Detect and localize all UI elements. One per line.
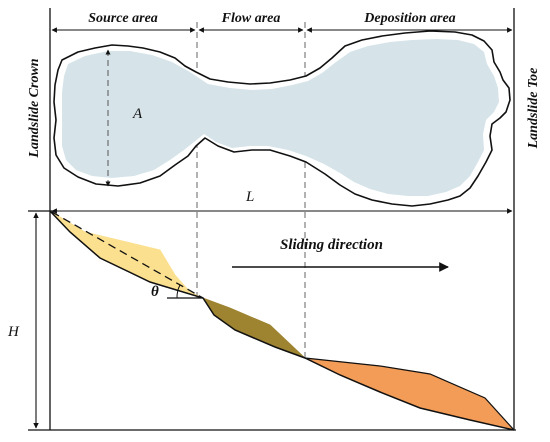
deposition-profile-segment — [304, 357, 516, 431]
angle-symbol: θ — [151, 284, 159, 300]
landslide-crown-label: Landslide Crown — [27, 58, 42, 158]
length-symbol: L — [245, 189, 254, 205]
angle-arc — [176, 284, 181, 299]
slope-profile-line — [49, 210, 515, 431]
flow-profile-segment — [202, 297, 306, 359]
upper-profile-edge — [304, 357, 515, 431]
flow-area-label: Flow area — [221, 11, 281, 26]
landslide-plan-area — [62, 39, 499, 196]
travel-angle-line — [51, 211, 204, 299]
height-symbol: H — [7, 324, 20, 340]
area-symbol: A — [132, 106, 143, 122]
source-area-label: Source area — [88, 11, 158, 26]
sliding-direction-label: Sliding direction — [280, 237, 383, 253]
landslide-toe-label: Landslide Toe — [526, 68, 541, 150]
deposition-area-label: Deposition area — [363, 11, 455, 26]
